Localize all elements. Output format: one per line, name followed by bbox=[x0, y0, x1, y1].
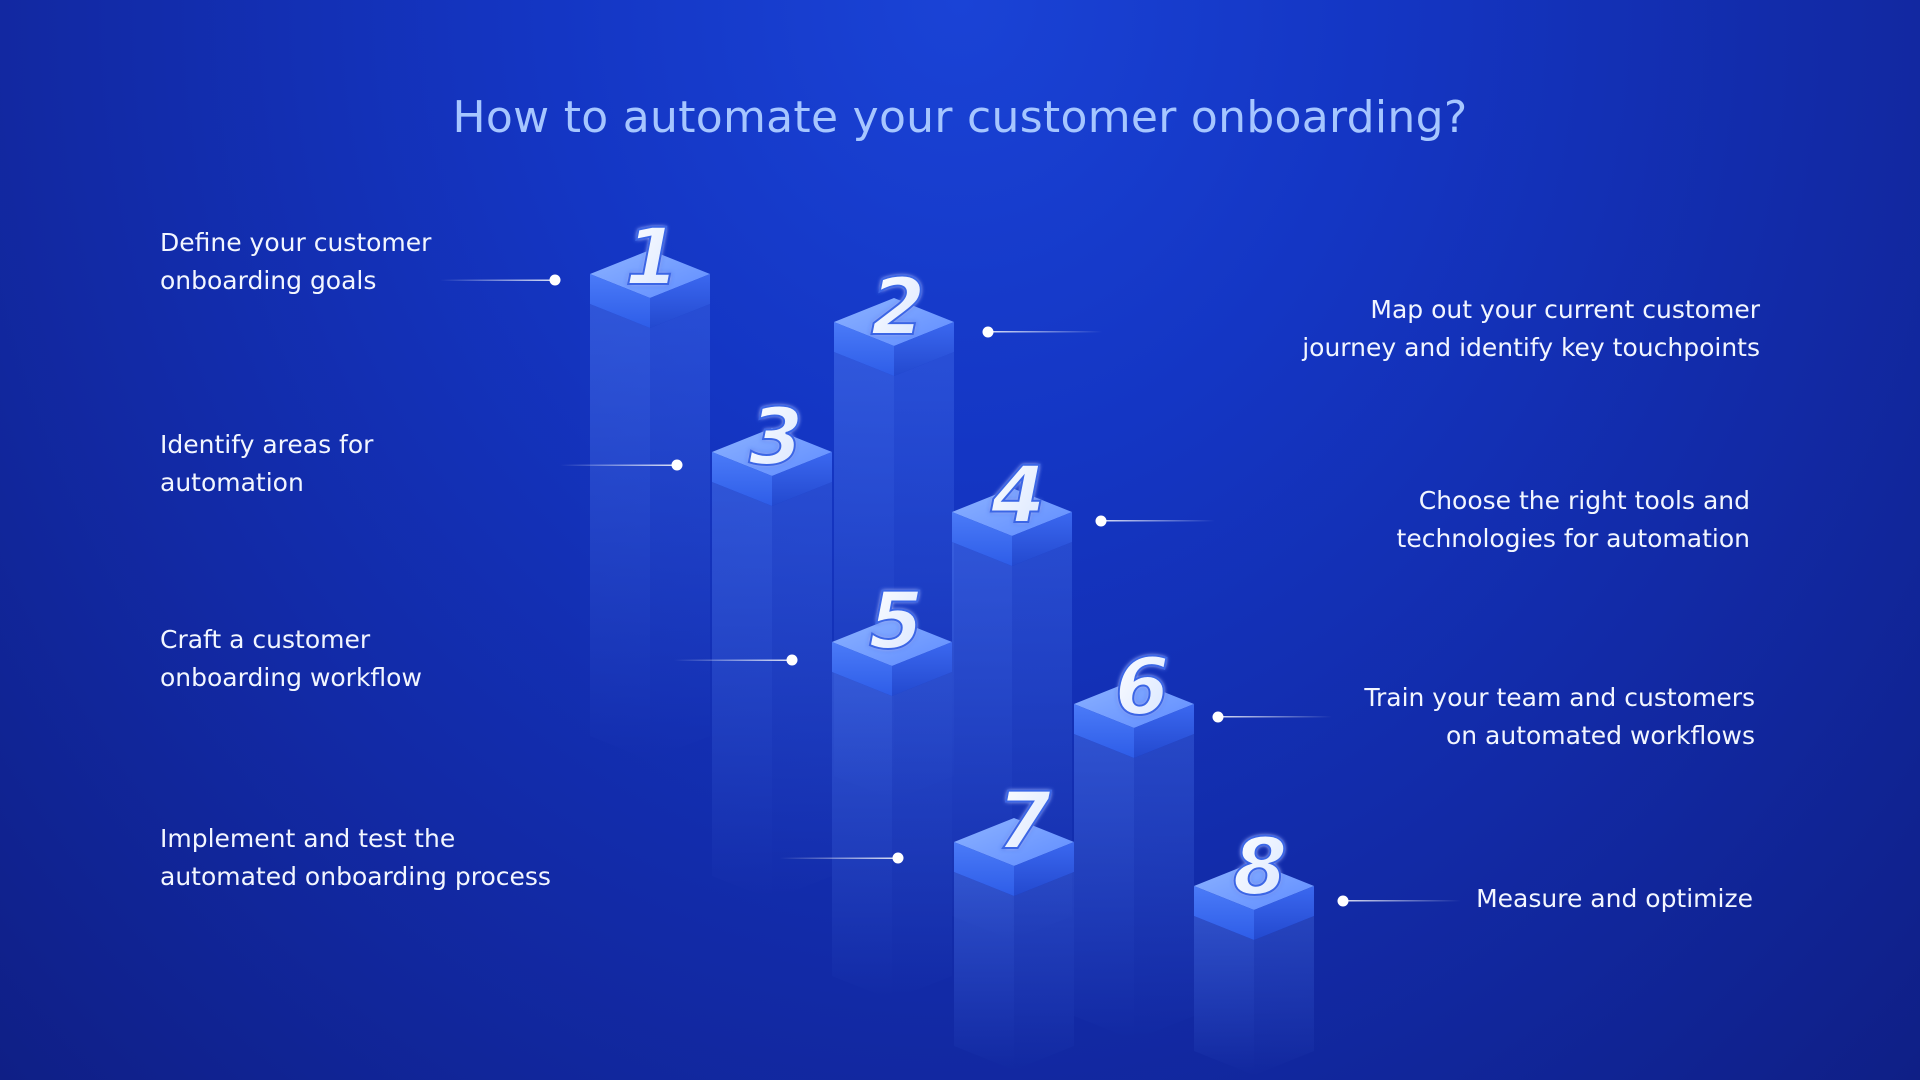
step-7-line-1: Implement and test the bbox=[160, 824, 456, 853]
connector-3 bbox=[560, 459, 683, 471]
connector-2 bbox=[982, 326, 1102, 338]
step-text-4: Choose the right tools and technologies … bbox=[1397, 482, 1750, 558]
step-5-line-2: onboarding workflow bbox=[160, 663, 422, 692]
step-block-8: 8 bbox=[1194, 822, 1314, 1075]
step-text-1: Define your customer onboarding goals bbox=[160, 224, 431, 300]
step-text-7: Implement and test the automated onboard… bbox=[160, 820, 551, 896]
step-4-line-2: technologies for automation bbox=[1396, 524, 1750, 553]
step-2-line-2: journey and identify key touchpoints bbox=[1302, 333, 1760, 362]
step-block-6: 6 bbox=[1074, 642, 1194, 1040]
step-4-line-1: Choose the right tools and bbox=[1418, 486, 1750, 515]
step-8-line-1: Measure and optimize bbox=[1476, 884, 1753, 913]
step-number-3: 3 bbox=[749, 393, 803, 483]
step-number-8: 8 bbox=[1233, 823, 1287, 913]
step-number-6: 6 bbox=[1115, 643, 1169, 733]
step-1-line-1: Define your customer bbox=[160, 228, 432, 257]
connector-6 bbox=[1212, 711, 1332, 723]
step-text-3: Identify areas for automation bbox=[160, 426, 373, 502]
step-block-3: 3 bbox=[712, 392, 832, 900]
step-1-line-2: onboarding goals bbox=[160, 266, 377, 295]
connector-4 bbox=[1095, 515, 1215, 527]
step-text-6: Train your team and customers on automat… bbox=[1364, 679, 1755, 755]
step-number-5: 5 bbox=[869, 577, 923, 667]
step-block-7: 7 bbox=[954, 776, 1074, 1070]
step-3-line-1: Identify areas for bbox=[160, 430, 374, 459]
step-text-2: Map out your current customer journey an… bbox=[1302, 291, 1760, 367]
connector-7 bbox=[780, 852, 904, 864]
step-number-4: 4 bbox=[990, 451, 1045, 541]
step-block-5: 5 bbox=[832, 576, 952, 1000]
connector-8 bbox=[1337, 895, 1461, 907]
page-title: How to automate your customer onboarding… bbox=[452, 92, 1468, 143]
connector-5 bbox=[674, 654, 798, 666]
step-number-2: 2 bbox=[871, 263, 925, 353]
step-7-line-2: automated onboarding process bbox=[160, 862, 551, 891]
step-2-line-1: Map out your current customer bbox=[1370, 295, 1760, 324]
step-number-1: 1 bbox=[625, 213, 679, 303]
step-number-7: 7 bbox=[997, 777, 1052, 867]
step-block-1: 1 bbox=[590, 212, 710, 760]
step-5-line-1: Craft a customer bbox=[160, 625, 371, 654]
step-text-5: Craft a customer onboarding workflow bbox=[160, 621, 422, 697]
step-6-line-2: on automated workflows bbox=[1445, 721, 1755, 750]
connector-1 bbox=[440, 274, 561, 286]
step-text-8: Measure and optimize bbox=[1476, 880, 1753, 918]
step-6-line-1: Train your team and customers bbox=[1364, 683, 1755, 712]
step-3-line-2: automation bbox=[160, 468, 304, 497]
